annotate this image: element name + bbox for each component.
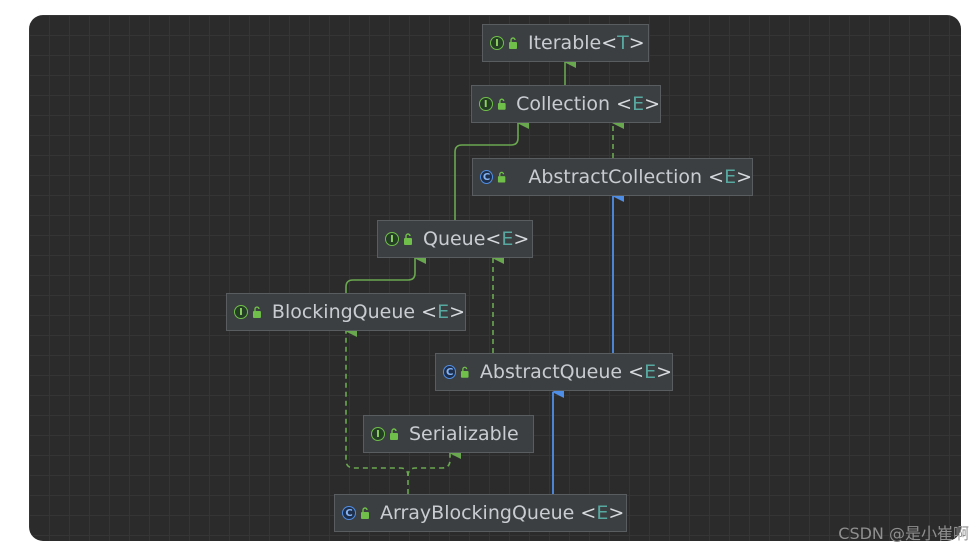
- node-label: Queue<E>: [423, 228, 530, 250]
- edge-arrayblockingqueue-implements-blockingqueue: [345, 325, 409, 494]
- node-label: Serializable: [409, 423, 519, 445]
- node-iterable[interactable]: I Iterable<T>: [482, 24, 649, 62]
- edge-queue-extends-collection: [454, 117, 529, 220]
- watermark: CSDN @是小崔啊: [838, 524, 969, 543]
- class-icon: C: [342, 506, 356, 520]
- public-lock-icon: [509, 37, 517, 49]
- interface-icon: I: [385, 232, 399, 246]
- node-abstract-queue[interactable]: C AbstractQueue <E>: [435, 353, 673, 391]
- node-queue[interactable]: I Queue<E>: [377, 220, 533, 258]
- public-lock-icon: [461, 366, 469, 378]
- node-label: Iterable<T>: [528, 32, 645, 54]
- node-serializable[interactable]: I Serializable: [363, 415, 534, 453]
- node-label: BlockingQueue <E>: [271, 301, 465, 323]
- public-lock-icon: [498, 171, 506, 183]
- node-label: Collection <E>: [516, 93, 660, 115]
- node-array-blocking-queue[interactable]: C ArrayBlockingQueue <E>: [334, 494, 627, 532]
- interface-icon: I: [479, 97, 493, 111]
- public-lock-icon: [497, 98, 506, 110]
- class-icon: C: [443, 365, 457, 379]
- edge-arrayblockingqueue-implements-serializable: [407, 447, 461, 477]
- interface-icon: I: [234, 305, 248, 319]
- node-blocking-queue[interactable]: I BlockingQueue <E>: [226, 293, 466, 331]
- interface-icon: I: [490, 36, 504, 50]
- node-collection[interactable]: I Collection <E>: [471, 85, 661, 123]
- edge-blockingqueue-extends-queue: [345, 252, 426, 293]
- node-label: AbstractQueue <E>: [479, 361, 672, 383]
- public-lock-icon: [404, 233, 412, 245]
- public-lock-icon: [390, 428, 398, 440]
- node-abstract-collection[interactable]: C AbstractCollection <E>: [472, 158, 753, 196]
- interface-icon: I: [371, 427, 385, 441]
- node-label: ArrayBlockingQueue <E>: [380, 502, 625, 524]
- node-label: AbstractCollection <E>: [528, 166, 752, 188]
- public-lock-icon: [361, 507, 369, 519]
- public-lock-icon: [252, 306, 261, 318]
- class-icon: C: [480, 170, 494, 184]
